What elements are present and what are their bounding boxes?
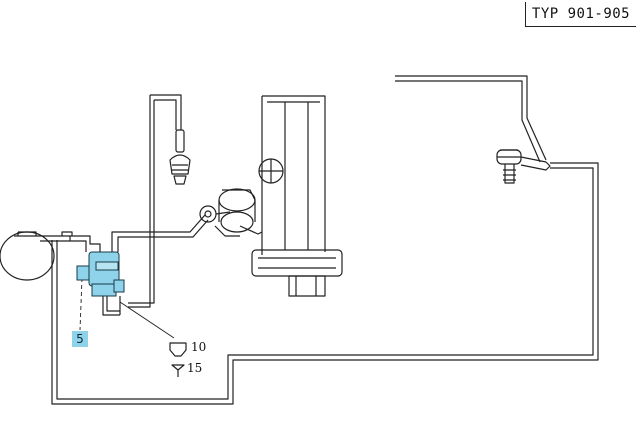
- engine-block: [251, 95, 343, 297]
- intake-fitting: [199, 188, 263, 237]
- engine-hose: [111, 214, 209, 252]
- part-label-10: 10: [191, 340, 207, 354]
- type-range-label: TYP 901-905: [525, 2, 636, 27]
- part-label-15: 15: [187, 361, 203, 375]
- highlighted-valve-5: [76, 251, 125, 297]
- left-loop-hose: [128, 94, 182, 308]
- lower-hose: [102, 296, 121, 316]
- upper-check-valve: [169, 129, 191, 185]
- part-callout-5[interactable]: 5: [72, 331, 88, 347]
- connector-15-icon: [171, 364, 185, 377]
- connector-10-icon: [169, 342, 187, 357]
- leader-lines: [79, 277, 175, 339]
- upper-right-hose: [395, 75, 547, 163]
- outer-vacuum-hose: [51, 162, 599, 405]
- reservoir-tee-hose: [61, 231, 101, 252]
- right-check-valve: [496, 149, 551, 184]
- vacuum-reservoir: [0, 231, 71, 281]
